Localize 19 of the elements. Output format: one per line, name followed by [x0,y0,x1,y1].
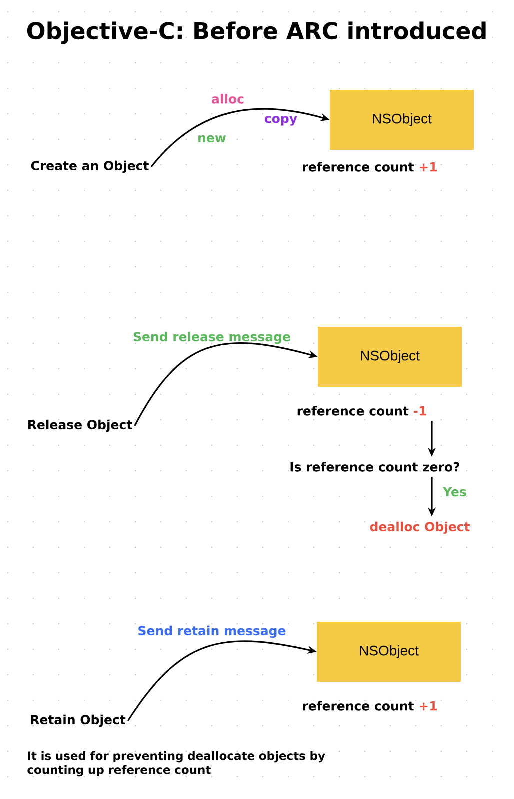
step-text: dealloc Object [370,522,470,534]
step-text: Retain Object [31,714,126,728]
object-box: NSObject [317,622,461,682]
edge-label: Send release message [134,332,290,344]
edge-label: Send retain message [138,626,286,638]
count-text: reference count -1 [298,406,426,416]
method-label: copy [265,116,298,126]
count-text: reference count +1 [303,162,437,172]
title: Objective-C: Before ARC introduced [27,22,486,44]
step-text: Create an Object [31,160,149,174]
method-label: alloc [212,94,244,104]
edge-label: Yes [442,487,466,497]
object-box: NSObject [330,90,474,150]
count-text: reference count +1 [303,701,437,711]
note-text: It is used for preventing deallocate objects by counting up reference count [28,751,326,777]
method-label: new [198,135,226,143]
step-text: Is reference count zero? [290,462,460,472]
step-text: Release Object [28,420,132,432]
object-box: NSObject [318,327,462,387]
